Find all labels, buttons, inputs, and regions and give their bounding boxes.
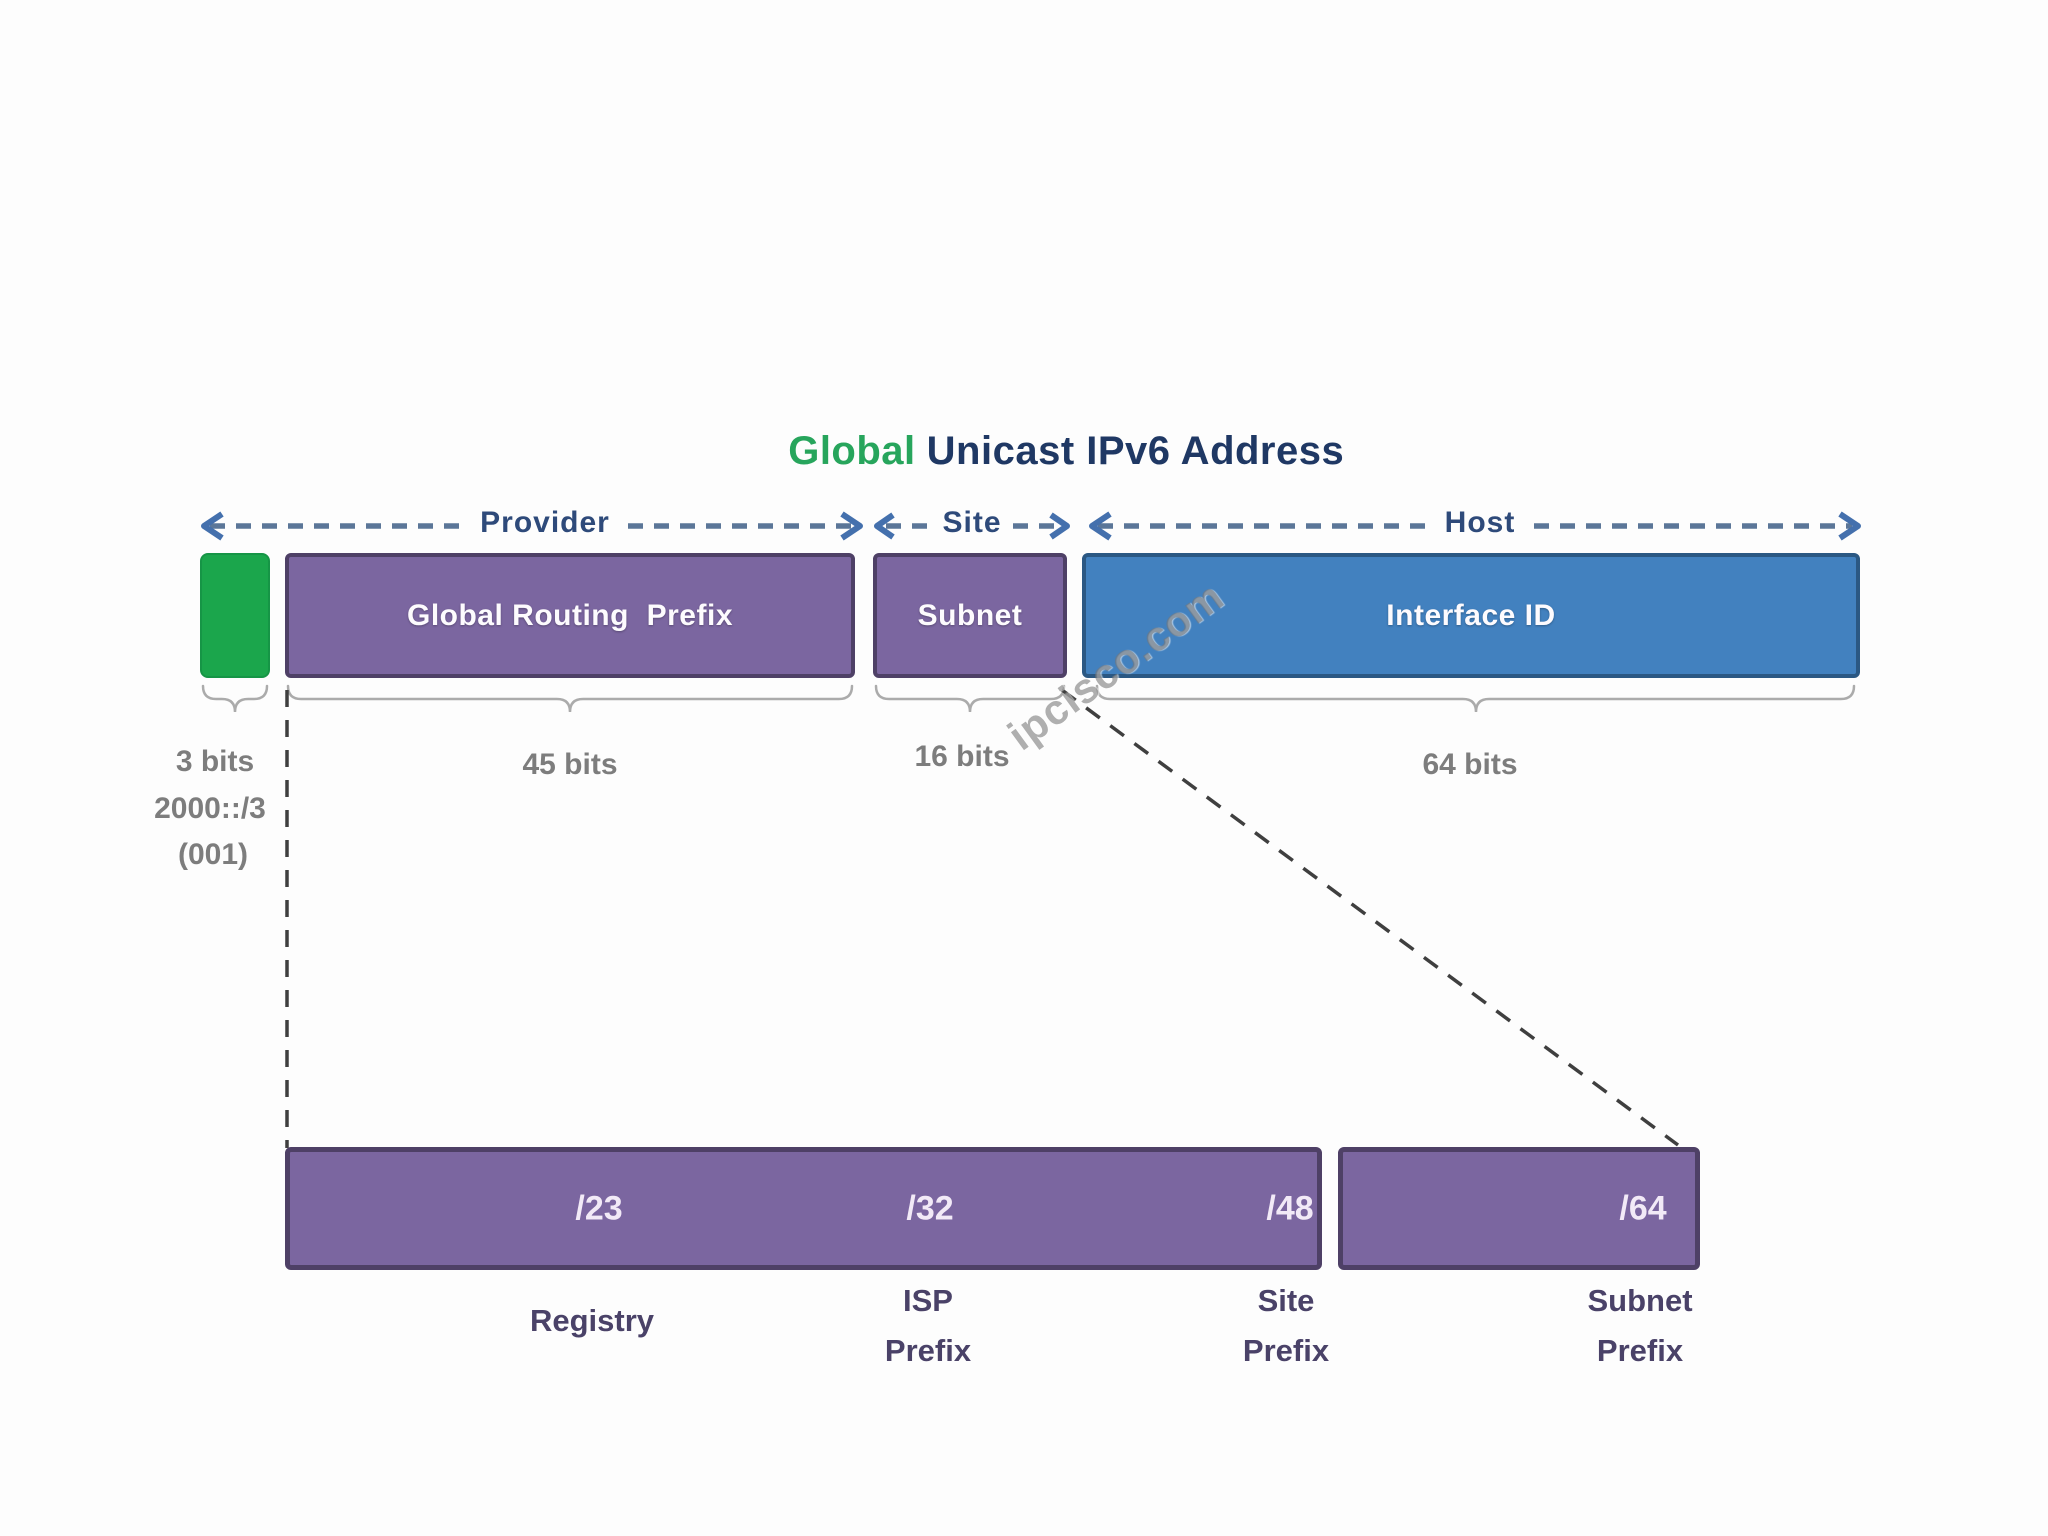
allocation-bar-subnet: /64 [1338, 1147, 1700, 1270]
isp-prefix-label: ISP Prefix [884, 1283, 972, 1368]
subnet-prefix-label: Subnet Prefix [1587, 1283, 1693, 1368]
subnet-box: Subnet [873, 553, 1067, 678]
bits-64-label: 64 bits [1422, 748, 1518, 781]
boundary-48: /48 [1266, 1189, 1314, 1227]
title-highlight: Global [788, 429, 916, 473]
host-arrowhead-right-icon [1838, 511, 1861, 541]
interface-id-label: Interface ID [1386, 598, 1556, 632]
provider-arrowhead-left-icon [201, 511, 224, 541]
host-arrow-label: Host [1444, 506, 1516, 539]
provider-arrow-label: Provider [480, 506, 610, 539]
global-routing-prefix-label: Global Routing Prefix [406, 598, 733, 632]
global-routing-prefix-box: Global Routing Prefix [285, 553, 855, 678]
site-arrow-label: Site [942, 506, 1002, 539]
first-bits-binary-label: (001) [177, 838, 249, 871]
boundary-32: /32 [906, 1189, 954, 1227]
first-3-bits-box [200, 553, 270, 678]
bits-45-label: 45 bits [522, 748, 618, 781]
allocation-bar-provider: /23 /32 /48 [285, 1147, 1322, 1270]
registry-label: Registry [529, 1303, 655, 1338]
boundary-64: /64 [1619, 1189, 1667, 1227]
brace-45bits [286, 684, 854, 713]
interface-id-box: Interface ID [1082, 553, 1860, 678]
boundary-23: /23 [575, 1189, 623, 1227]
brace-64bits [1095, 684, 1856, 713]
subnet-label: Subnet [917, 598, 1023, 632]
bits-3-label: 3 bits [175, 745, 255, 778]
bits-16-label: 16 bits [914, 740, 1010, 773]
brace-3bits [201, 684, 269, 713]
title-rest: Unicast IPv6 Address [926, 429, 1345, 473]
connector-diagonal-dashed-line [1060, 688, 1680, 1147]
site-prefix-label: Site Prefix [1242, 1283, 1330, 1368]
first-bits-address-label: 2000::/3 [154, 792, 266, 825]
